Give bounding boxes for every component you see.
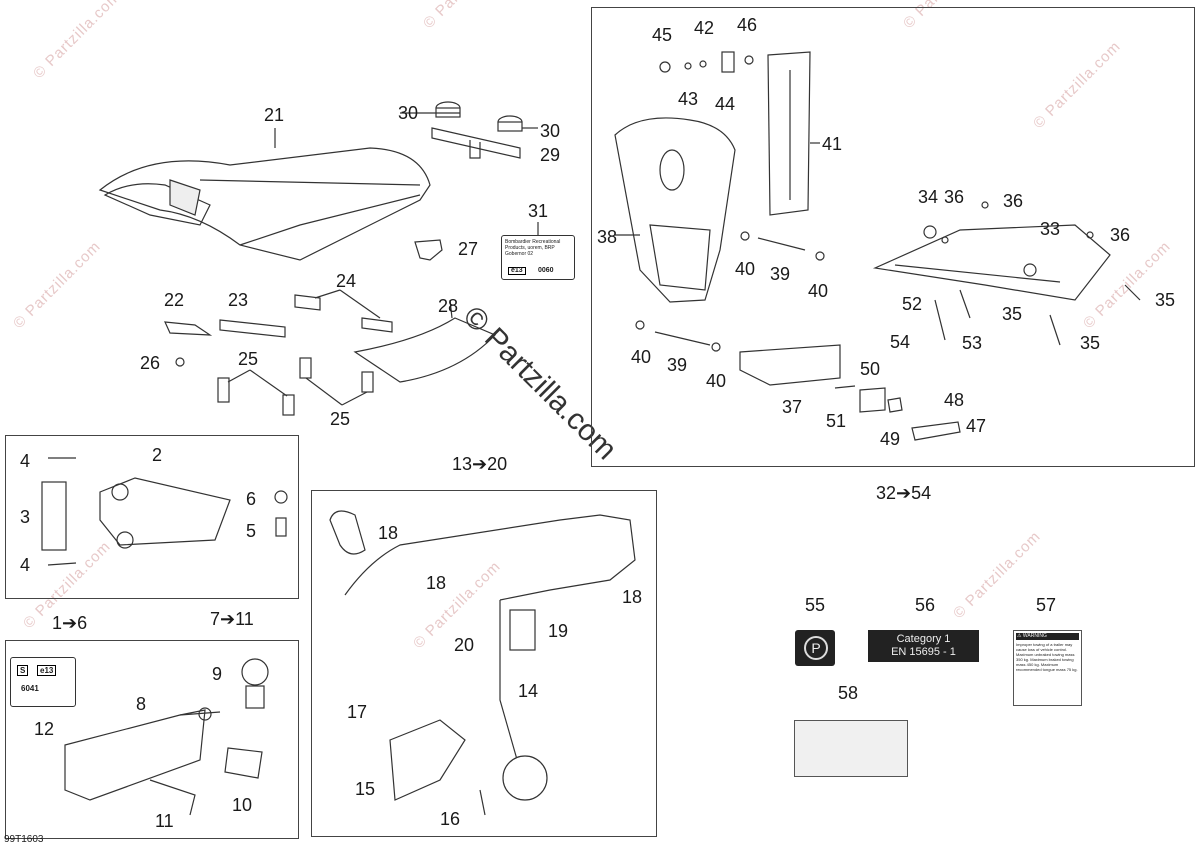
decal-55: P bbox=[795, 630, 835, 666]
decal-58 bbox=[794, 720, 908, 777]
callout-5: 5 bbox=[246, 521, 257, 541]
callout-36b: 36 bbox=[1003, 191, 1024, 211]
callout-40: 40 bbox=[735, 259, 756, 279]
callout-15: 15 bbox=[355, 779, 376, 799]
callout-6: 6 bbox=[246, 489, 257, 509]
callout-49: 49 bbox=[880, 429, 901, 449]
callout-40c: 40 bbox=[631, 347, 652, 367]
callout-39b: 39 bbox=[667, 355, 688, 375]
callout-37: 37 bbox=[782, 397, 803, 417]
decal-12-e-mark: e13 bbox=[37, 665, 57, 676]
callout-38: 38 bbox=[597, 227, 618, 247]
callout-16: 16 bbox=[440, 809, 461, 829]
callout-33: 33 bbox=[1040, 219, 1061, 239]
callout-54: 54 bbox=[890, 332, 911, 352]
callout-51: 51 bbox=[826, 411, 847, 431]
decal-31: Bombardier Recreational Products, uorem,… bbox=[501, 235, 575, 280]
callout-14: 14 bbox=[518, 681, 539, 701]
group-label-13-20: 13➔20 bbox=[452, 454, 508, 474]
callout-44: 44 bbox=[715, 94, 736, 114]
diagram-code: 99T1603 bbox=[4, 834, 44, 845]
callout-40b: 40 bbox=[808, 281, 829, 301]
decal-56-line1: Category 1 bbox=[896, 633, 951, 645]
decal-57-heading: ⚠ WARNING bbox=[1016, 633, 1079, 640]
callout-50: 50 bbox=[860, 359, 881, 379]
callout-35: 35 bbox=[1155, 290, 1176, 310]
callout-39: 39 bbox=[770, 264, 791, 284]
callout-30: 30 bbox=[398, 103, 419, 123]
callout-2: 2 bbox=[152, 445, 163, 465]
decal-56-line2: EN 15695 - 1 bbox=[891, 646, 956, 658]
callout-18b: 18 bbox=[426, 573, 447, 593]
callout-24: 24 bbox=[336, 271, 357, 291]
callout-26: 26 bbox=[140, 353, 161, 373]
callout-21: 21 bbox=[264, 105, 285, 125]
callout-48: 48 bbox=[944, 390, 965, 410]
seat-part bbox=[98, 147, 431, 261]
callout-30b: 30 bbox=[540, 121, 561, 141]
callout-19: 19 bbox=[548, 621, 569, 641]
callout-52: 52 bbox=[902, 294, 923, 314]
callout-4b: 4 bbox=[20, 555, 31, 575]
callout-20: 20 bbox=[454, 635, 475, 655]
callout-53: 53 bbox=[962, 333, 983, 353]
callout-42: 42 bbox=[694, 18, 715, 38]
callout-25b: 25 bbox=[330, 409, 351, 429]
callout-47: 47 bbox=[966, 416, 987, 436]
callout-34: 34 bbox=[918, 187, 939, 207]
decal-12-s: S bbox=[17, 665, 29, 676]
callout-40d: 40 bbox=[706, 371, 727, 391]
group-label-32-54: 32➔54 bbox=[876, 483, 932, 503]
decal-57-text: Improper towing of a trailer may cause l… bbox=[1016, 642, 1078, 672]
frame-32-54 bbox=[591, 7, 1195, 467]
callout-58: 58 bbox=[838, 683, 859, 703]
frame-1-6 bbox=[5, 435, 299, 599]
callout-8: 8 bbox=[136, 694, 147, 714]
callout-10: 10 bbox=[232, 795, 253, 815]
callout-18: 18 bbox=[378, 523, 399, 543]
callout-22: 22 bbox=[164, 290, 185, 310]
callout-28: 28 bbox=[438, 296, 459, 316]
callout-36c: 36 bbox=[1110, 225, 1131, 245]
callout-17: 17 bbox=[347, 702, 368, 722]
bracket-29 bbox=[431, 127, 521, 159]
callout-41: 41 bbox=[822, 134, 843, 154]
callout-29: 29 bbox=[540, 145, 561, 165]
decal-31-e-mark: e13 bbox=[508, 267, 526, 275]
decal-12-code: 6041 bbox=[21, 684, 39, 693]
callout-27: 27 bbox=[458, 239, 479, 259]
callout-9: 9 bbox=[212, 664, 223, 684]
callout-46: 46 bbox=[737, 15, 758, 35]
frame-13-20 bbox=[311, 490, 657, 837]
callout-56: 56 bbox=[915, 595, 936, 615]
parking-icon: P bbox=[804, 636, 828, 660]
callout-31: 31 bbox=[528, 201, 549, 221]
callout-4: 4 bbox=[20, 451, 31, 471]
decal-31-code: 0060 bbox=[538, 267, 554, 274]
group-label-1-6: 1➔6 bbox=[52, 613, 88, 633]
callout-12: 12 bbox=[34, 719, 55, 739]
decal-12: S e13 6041 bbox=[10, 657, 76, 707]
decal-31-text: Bombardier Recreational Products, uorem,… bbox=[505, 239, 561, 257]
callout-35b: 35 bbox=[1002, 304, 1023, 324]
decal-56: Category 1 EN 15695 - 1 bbox=[868, 630, 979, 662]
callout-11: 11 bbox=[155, 811, 174, 831]
frame-7-11 bbox=[5, 640, 299, 839]
callout-23: 23 bbox=[228, 290, 249, 310]
decal-57: ⚠ WARNING Improper towing of a trailer m… bbox=[1013, 630, 1082, 706]
callout-43: 43 bbox=[678, 89, 699, 109]
callout-25: 25 bbox=[238, 349, 259, 369]
group-label-7-11: 7➔11 bbox=[210, 609, 254, 629]
callout-18c: 18 bbox=[622, 587, 643, 607]
callout-45: 45 bbox=[652, 25, 673, 45]
callout-3: 3 bbox=[20, 507, 31, 527]
callout-57: 57 bbox=[1036, 595, 1057, 615]
callout-55: 55 bbox=[805, 595, 826, 615]
callout-36: 36 bbox=[944, 187, 965, 207]
callout-35c: 35 bbox=[1080, 333, 1101, 353]
